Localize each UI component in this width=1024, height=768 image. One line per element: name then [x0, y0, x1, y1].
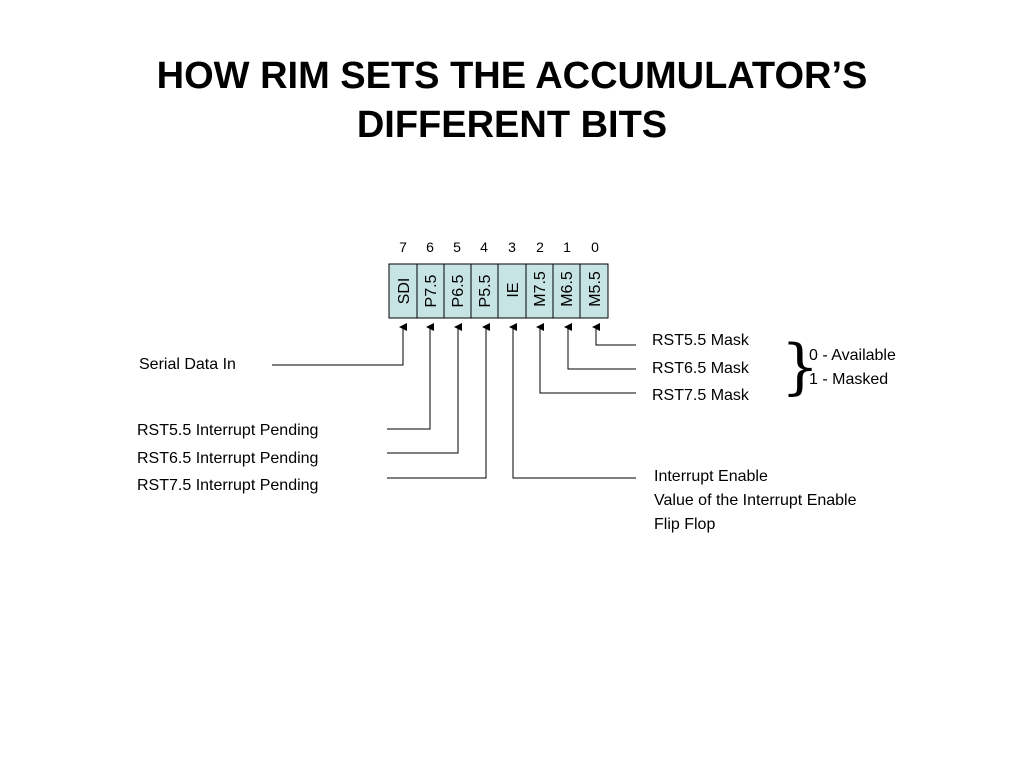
- connector-lines: [272, 323, 636, 479]
- bit-number-4: 4: [480, 239, 488, 255]
- register-cells: [388, 263, 609, 319]
- label-rst55-mask: RST5.5 Mask: [652, 332, 750, 349]
- label-ie-flipflop: Flip Flop: [654, 516, 715, 533]
- connector-rst75-pending: [387, 323, 490, 479]
- label-rst65-pending: RST6.5 Interrupt Pending: [137, 450, 318, 467]
- cell-label-p65: P6.5: [450, 274, 467, 307]
- title-line-2: DIFFERENT BITS: [356, 104, 668, 146]
- cell-label-m65: M6.5: [559, 271, 576, 307]
- cell-m65: [552, 263, 581, 319]
- cell-label-ie: IE: [505, 282, 522, 297]
- connector-serial-data-in: [272, 323, 407, 366]
- title-line-1: HOW RIM SETS THE ACCUMULATOR’S: [156, 55, 868, 97]
- bit-number-row: 7 6 5 4 3 2 1 0: [399, 239, 599, 255]
- cell-label-m75: M7.5: [532, 271, 549, 307]
- bit-number-2: 2: [536, 239, 544, 255]
- connector-rst75-mask: [536, 323, 636, 394]
- cell-m55: [579, 263, 609, 319]
- label-masked: 1 - Masked: [809, 371, 888, 388]
- bit-number-1: 1: [563, 239, 571, 255]
- cell-sdi: [388, 263, 418, 319]
- cell-ie: [497, 263, 527, 319]
- bit-number-5: 5: [453, 239, 461, 255]
- connector-rst55-pending: [387, 323, 434, 430]
- connector-interrupt-enable: [509, 323, 636, 479]
- cell-m75: [525, 263, 554, 319]
- label-rst65-mask: RST6.5 Mask: [652, 360, 750, 377]
- label-rst75-mask: RST7.5 Mask: [652, 387, 750, 404]
- label-serial-data-in: Serial Data In: [139, 356, 236, 373]
- label-rst75-pending: RST7.5 Interrupt Pending: [137, 477, 318, 494]
- cell-label-m55: M5.5: [587, 271, 604, 307]
- label-available: 0 - Available: [809, 347, 896, 364]
- cell-label-p55: P5.5: [477, 274, 494, 307]
- cell-label-sdi: SDI: [396, 278, 413, 305]
- bit-number-3: 3: [508, 239, 516, 255]
- bit-number-7: 7: [399, 239, 407, 255]
- connector-rst65-mask: [564, 323, 636, 370]
- register-cell-labels: SDI P7.5 P6.5 P5.5 IE M7.5 M6.5 M5.5: [396, 271, 604, 307]
- label-ie-flipflop-value: Value of the Interrupt Enable: [654, 492, 857, 509]
- cell-p55: [470, 263, 499, 319]
- connector-rst55-mask: [592, 323, 636, 346]
- label-interrupt-enable: Interrupt Enable: [654, 468, 768, 485]
- label-rst55-pending: RST5.5 Interrupt Pending: [137, 422, 318, 439]
- bit-number-0: 0: [591, 239, 599, 255]
- slide-title: HOW RIM SETS THE ACCUMULATOR’S DIFFERENT…: [0, 52, 1024, 150]
- mask-brace: }: [781, 332, 819, 402]
- connector-rst65-pending: [387, 323, 462, 454]
- bit-number-6: 6: [426, 239, 434, 255]
- cell-label-p75: P7.5: [423, 274, 440, 307]
